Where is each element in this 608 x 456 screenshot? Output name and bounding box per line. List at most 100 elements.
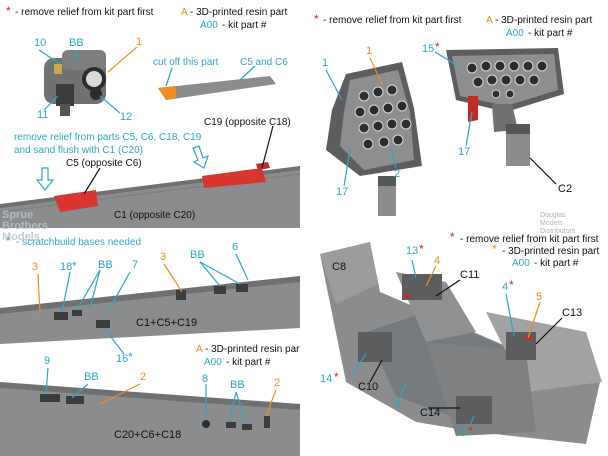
star-18: *	[72, 259, 77, 273]
legend-resin-part: - 3D-printed resin part	[190, 7, 288, 18]
panel3-art	[0, 253, 300, 456]
callout-5: 5	[536, 291, 543, 303]
legend-star-orange-p4: *	[492, 242, 497, 256]
callout-bb-upper-right: BB	[190, 249, 205, 261]
callout-6: 6	[232, 241, 239, 253]
callout-12: 12	[120, 111, 133, 123]
douglas-watermark: Douglas Models Distributors	[540, 212, 575, 236]
console-details	[358, 274, 536, 424]
panel-cockpit-tub: * - remove relief from kit part first * …	[306, 232, 608, 456]
c1-label: C1 (opposite C20)	[114, 210, 196, 221]
legend-resin-part: - 3D-printed resin part	[495, 15, 593, 26]
callout-3-left: 3	[32, 261, 39, 273]
panel-sidewalls: * - scratchbuild bases needed 3 18 * BB …	[0, 232, 300, 456]
legend-a-letter: A	[181, 7, 188, 18]
callout-17-left: 17	[336, 186, 349, 198]
callout-2: 2	[394, 168, 401, 180]
watermark-line-1: Sprue	[2, 209, 34, 221]
c8-label: C8	[332, 261, 347, 273]
panel4-art	[320, 242, 602, 444]
legend-resin-part-p4: - 3D-printed resin part	[502, 246, 600, 257]
star-16: *	[128, 350, 133, 364]
legend-kit-part-p4: - kit part #	[534, 258, 579, 269]
remove-relief-text-2: and sand flush with C1 (C20)	[14, 145, 143, 156]
callout-14: 14	[320, 373, 333, 385]
watermark-line-2: Brothers	[2, 220, 48, 232]
star-5: *	[468, 424, 473, 438]
arrow-left	[35, 167, 55, 191]
legend-a00: A00	[506, 28, 524, 39]
upper-sidewall	[0, 276, 300, 344]
sidewall-panel	[0, 162, 300, 228]
legend-remove-relief: - remove relief from kit part first	[15, 7, 154, 18]
callout-4-right: 4	[502, 281, 509, 293]
resin-instrument-part	[44, 50, 106, 116]
callout-17-right: 17	[458, 146, 471, 158]
c20-c6-c18-label: C20+C6+C18	[114, 429, 182, 441]
cut-off-label: cut off this part	[153, 57, 219, 68]
left-instrument-panel	[326, 62, 422, 216]
watermark-right-line-1: Douglas	[540, 212, 566, 219]
panel1-art	[0, 46, 300, 228]
panel-instrument-detail: * - remove relief from kit part first A …	[0, 0, 300, 228]
remove-relief-text-1: remove relief from parts C5, C6, C18, C1…	[14, 132, 202, 143]
callout-bb: BB	[69, 37, 84, 49]
panel-instrument-assembly: * - remove relief from kit part first A …	[306, 0, 608, 228]
callout-10: 10	[34, 37, 47, 49]
callout-3: 3	[394, 399, 401, 411]
callout-bb-lower-right: BB	[230, 379, 245, 391]
callout-5-bottom: 5	[460, 427, 467, 439]
legend-a-letter: A	[486, 15, 493, 26]
legend-star-cyan: *	[6, 234, 11, 248]
c5-label: C5 (opposite C6)	[66, 158, 142, 169]
watermark-right-line-3: Distributors	[540, 228, 576, 235]
callout-18: 18	[60, 261, 73, 273]
legend-scratchbuild: - scratchbuild bases needed	[16, 237, 142, 248]
callout-1-orange: 1	[366, 45, 373, 57]
star-14: *	[334, 370, 339, 384]
star-4: *	[509, 278, 514, 292]
star-13: *	[419, 242, 424, 256]
legend-remove-relief: - remove relief from kit part first	[323, 15, 462, 26]
legend-resin-part-p3: - 3D-printed resin part	[205, 344, 300, 355]
legend-kit-part: - kit part #	[222, 20, 267, 31]
callout-16: 16	[116, 353, 129, 365]
c1-c5-c19-label: C1+C5+C19	[136, 317, 198, 329]
callout-15: 15	[422, 43, 435, 55]
c11-label: C11	[460, 269, 480, 281]
c10-label: C10	[358, 381, 379, 393]
callout-2-left: 2	[140, 371, 147, 383]
legend-a00: A00	[200, 20, 218, 31]
callout-1: 1	[136, 36, 143, 48]
c13-label: C13	[562, 307, 583, 319]
c19-label: C19 (opposite C18)	[204, 117, 291, 128]
c2-label: C2	[558, 183, 573, 195]
callout-2-right: 2	[274, 377, 281, 389]
callout-9: 9	[44, 355, 51, 367]
legend-a00-p3: A00	[204, 357, 222, 368]
c14-label: C14	[420, 407, 441, 419]
legend-star-red: *	[314, 12, 319, 26]
legend-star-red: *	[6, 4, 11, 18]
legend-kit-part-p3: - kit part #	[226, 357, 271, 368]
panel2-art	[325, 48, 564, 216]
watermark-line-3: Models	[2, 231, 40, 243]
callout-11: 11	[37, 109, 49, 121]
c5-c6-label: C5 and C6	[240, 57, 288, 68]
legend-a00-p4: A00	[512, 258, 530, 269]
arrow-right	[192, 145, 209, 169]
legend-star-red-p4: *	[450, 232, 455, 244]
callout-1-cyan: 1	[322, 57, 329, 69]
legend-kit-part: - kit part #	[528, 28, 573, 39]
cut-off-part	[158, 76, 276, 100]
callout-4-left: 4	[434, 255, 441, 267]
watermark-right-line-2: Models	[540, 220, 563, 227]
callout-8: 8	[202, 373, 209, 385]
callout-bb-upper-left: BB	[98, 259, 113, 271]
callout-3-right: 3	[160, 251, 167, 263]
callout-7: 7	[132, 259, 139, 271]
right-instrument-panel	[446, 48, 564, 166]
star-15: *	[435, 40, 440, 54]
lower-sidewall	[0, 382, 300, 456]
callout-13: 13	[406, 245, 419, 257]
